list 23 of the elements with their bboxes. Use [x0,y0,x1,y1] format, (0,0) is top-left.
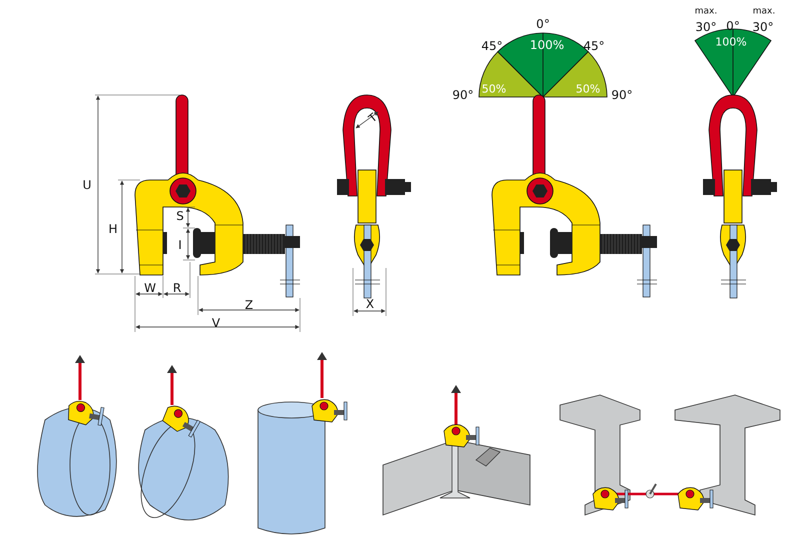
angle-label: 30° [695,21,717,33]
angle-label: 0° [536,18,550,30]
dimension-label: S [176,210,184,222]
angle-label: 45° [583,40,605,52]
angle-label: 50% [482,84,506,94]
dimension-label: W [144,282,156,294]
dimension-label: V [212,317,220,329]
dimension-label: X [366,298,374,310]
dimension-label: R [172,282,182,294]
angle-label: max. [752,8,776,16]
angle-label: 30° [752,21,774,33]
angle-label: 90° [452,89,474,101]
dimension-label: U [82,179,92,191]
dimension-label: H [108,223,118,235]
dimension-label: I [178,239,182,251]
dimension-label: Z [244,299,254,311]
dimension-label: T [366,112,380,124]
angle-label: 90° [611,89,633,101]
angle-label: 100% [715,36,747,48]
angle-label: 45° [481,40,503,52]
angle-label: 100% [530,39,564,51]
angle-label: max. [694,8,718,16]
angle-label: 50% [576,84,600,94]
